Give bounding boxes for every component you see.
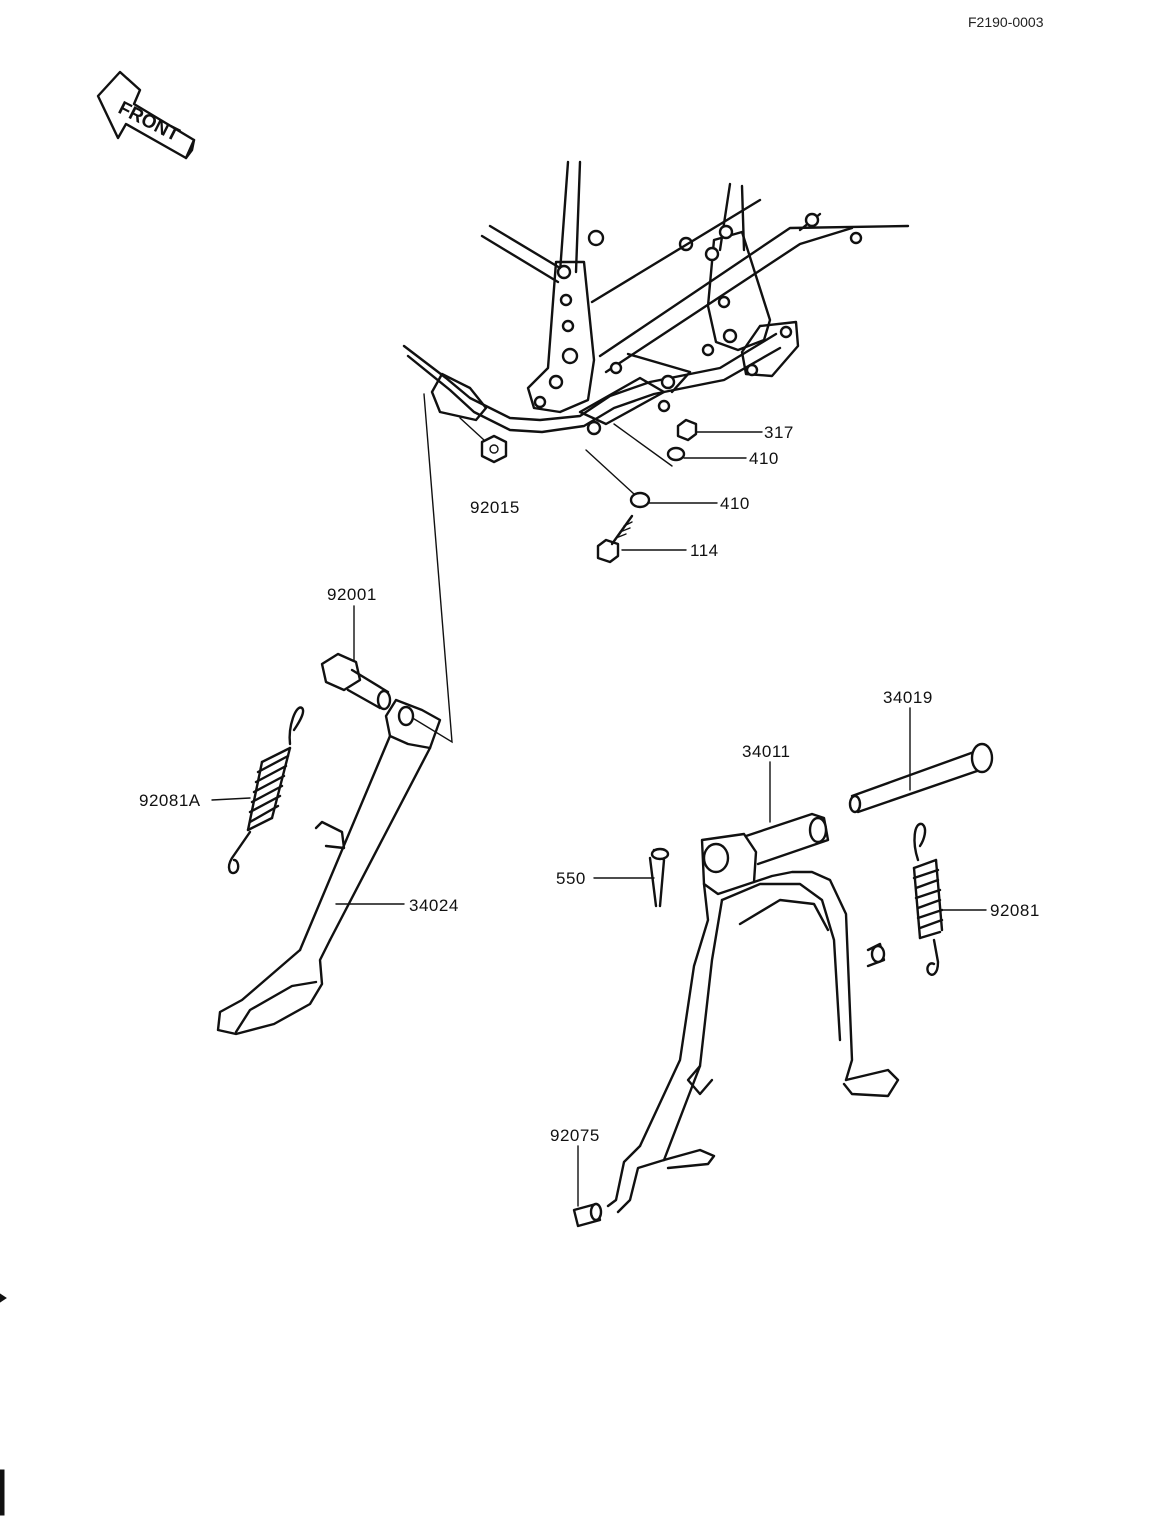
frame-assembly: [402, 160, 910, 464]
label-410-lower: 410: [720, 494, 750, 513]
cotter-pin-550: [593, 847, 670, 908]
center-stand-34011: [606, 761, 900, 1214]
label-114: 114: [690, 541, 719, 560]
side-stand-34024: [216, 698, 442, 1036]
edge-mark-icon: [0, 1293, 7, 1303]
collar-92075: [572, 1145, 603, 1228]
label-34011: 34011: [742, 742, 791, 761]
label-550: 550: [556, 869, 586, 888]
edge-bar: [0, 1469, 5, 1516]
label-317: 317: [764, 423, 794, 442]
washer-410-lower: [585, 423, 718, 509]
hardware-317: [676, 418, 763, 442]
diagram-code: F2190-0003: [968, 14, 1044, 30]
spring-92081A: [211, 706, 305, 875]
label-410-upper: 410: [749, 449, 779, 468]
label-92081A: 92081A: [139, 791, 201, 810]
bolt-114: [596, 514, 687, 564]
label-34024: 34024: [409, 896, 459, 915]
bolt-92001: [320, 605, 392, 711]
spring-92081: [912, 822, 987, 976]
label-92081: 92081: [990, 901, 1040, 920]
front-arrow-icon: FRONT: [96, 70, 196, 160]
front-label: FRONT: [115, 98, 183, 147]
label-92075: 92075: [550, 1126, 600, 1145]
pin-34019: [848, 707, 994, 814]
label-92015: 92015: [470, 498, 520, 517]
label-34019: 34019: [883, 688, 933, 707]
washer-410-upper: [666, 446, 747, 462]
label-92001: 92001: [327, 585, 377, 604]
